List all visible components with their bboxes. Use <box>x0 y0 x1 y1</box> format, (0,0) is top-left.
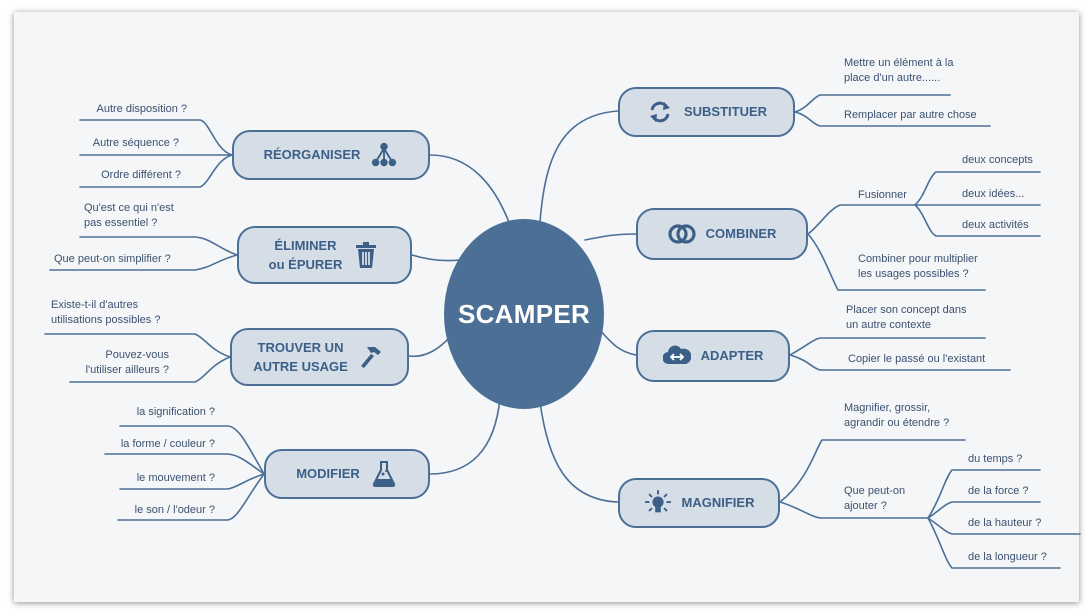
leaf-magnifier-force: de la force ? <box>968 485 1029 497</box>
node-trouver[interactable]: TROUVER UN AUTRE USAGE <box>230 328 409 386</box>
leaf-adapter-1: Placer son concept dans un autre context… <box>846 304 967 331</box>
leaf-substituer-2: Remplacer par autre chose <box>844 109 977 121</box>
node-eliminer[interactable]: ÉLIMINER ou ÉPURER <box>237 226 412 284</box>
central-title: SCAMPER <box>457 298 591 329</box>
trash-icon <box>352 241 380 269</box>
sub-fusionner: Fusionner <box>858 189 907 201</box>
node-eliminer-label-line2: ou ÉPURER <box>268 257 343 272</box>
node-substituer-label: SUBSTITUER <box>683 104 768 119</box>
flask-icon <box>370 460 398 488</box>
node-adapter-label: ADAPTER <box>700 348 764 363</box>
leaf-combiner-concepts: deux concepts <box>962 154 1033 166</box>
leaf-magnifier-longueur: de la longueur ? <box>968 551 1047 563</box>
node-modifier-label: MODIFIER <box>296 466 360 481</box>
node-trouver-label-line1: TROUVER UN <box>257 340 344 355</box>
node-magnifier[interactable]: MAGNIFIER <box>618 478 780 528</box>
leaf-substituer-1: Mettre un élément à la place d'un autre.… <box>844 57 954 84</box>
node-reorganiser-label: RÉORGANISER <box>263 147 361 162</box>
leaf-magnifier-temps: du temps ? <box>968 453 1023 465</box>
lightbulb-icon <box>644 489 672 517</box>
leaf-magnifier-hauteur: de la hauteur ? <box>968 517 1042 529</box>
leaf-trouver-ailleurs: Pouvez-vous l'utiliser ailleurs ? <box>85 349 169 376</box>
leaf-reorganiser-disposition: Autre disposition ? <box>96 103 188 115</box>
leaf-combiner-activites: deux activités <box>962 219 1029 231</box>
leaf-combiner-idees: deux idées... <box>962 188 1025 200</box>
leaf-eliminer-essentiel: Qu'est ce qui n'est pas essentiel ? <box>84 202 174 229</box>
node-modifier[interactable]: MODIFIER <box>264 449 430 499</box>
leaf-eliminer-simplifier: Que peut-on simplifier ? <box>54 253 171 265</box>
node-substituer[interactable]: SUBSTITUER <box>618 87 795 137</box>
sub-ajouter: Que peut-on ajouter ? <box>844 485 906 512</box>
leaf-modifier-signification: la signification ? <box>136 406 215 418</box>
cloud-exchange-icon <box>662 342 691 370</box>
node-trouver-label-line2: AUTRE USAGE <box>253 359 348 374</box>
node-eliminer-label-line1: ÉLIMINER <box>274 238 337 253</box>
leaf-trouver-utilisations: Existe-t-il d'autres utilisations possib… <box>51 299 161 326</box>
leaf-combiner-multiplier: Combiner pour multiplier les usages poss… <box>858 253 978 280</box>
node-magnifier-label: MAGNIFIER <box>681 495 755 510</box>
node-reorganiser[interactable]: RÉORGANISER <box>232 130 430 180</box>
leaf-modifier-son: le son / l'odeur ? <box>134 504 215 516</box>
leaf-modifier-forme: la forme / couleur ? <box>120 438 215 450</box>
leaf-magnifier-1: Magnifier, grossir, agrandir ou étendre … <box>844 402 950 429</box>
interlocked-rings-icon <box>668 220 696 248</box>
central-topic: SCAMPER <box>444 219 604 409</box>
leaf-reorganiser-sequence: Autre séquence ? <box>92 137 179 149</box>
leaf-modifier-mouvement: le mouvement ? <box>136 472 215 484</box>
hierarchy-icon <box>370 141 398 169</box>
node-combiner[interactable]: COMBINER <box>636 208 808 260</box>
leaf-adapter-2: Copier le passé ou l'existant <box>848 353 986 365</box>
node-adapter[interactable]: ADAPTER <box>636 330 790 382</box>
hammer-icon <box>358 343 386 371</box>
swap-arrows-icon <box>646 98 674 126</box>
node-combiner-label: COMBINER <box>705 226 777 241</box>
leaf-reorganiser-ordre: Ordre différent ? <box>101 169 181 181</box>
